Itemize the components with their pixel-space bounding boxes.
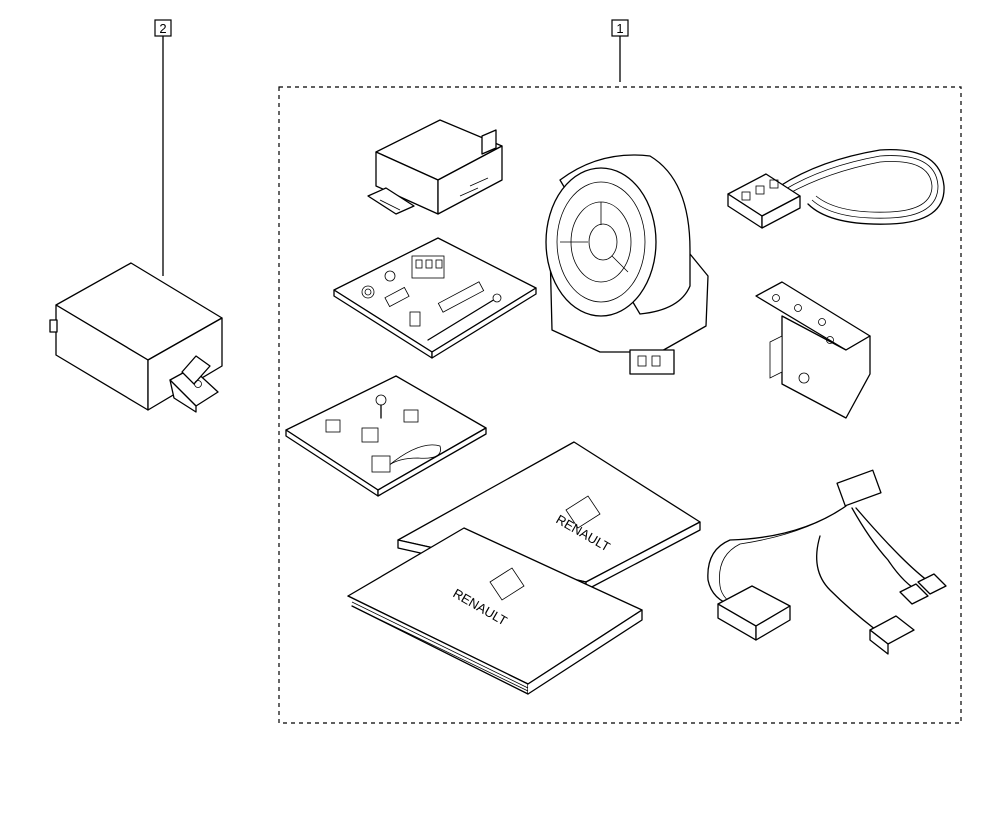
callout-1-label: 1 — [616, 21, 623, 36]
fastener-packet-2[interactable] — [285, 375, 487, 497]
siren-module-part[interactable] — [367, 119, 503, 215]
control-module-part[interactable] — [49, 262, 223, 413]
owner-manual-front[interactable]: RENAULT — [347, 527, 643, 695]
wiring-loom-part[interactable] — [727, 148, 945, 229]
mounting-bracket-part[interactable] — [755, 281, 871, 419]
siren-speaker-part[interactable] — [545, 154, 709, 375]
fastener-packet-1[interactable] — [333, 237, 537, 359]
kit-boundary — [278, 86, 962, 724]
wiring-harness-part[interactable] — [707, 469, 947, 655]
callout-1[interactable]: 1 — [611, 19, 629, 37]
callout-2[interactable]: 2 — [154, 19, 172, 37]
callout-2-label: 2 — [159, 21, 166, 36]
